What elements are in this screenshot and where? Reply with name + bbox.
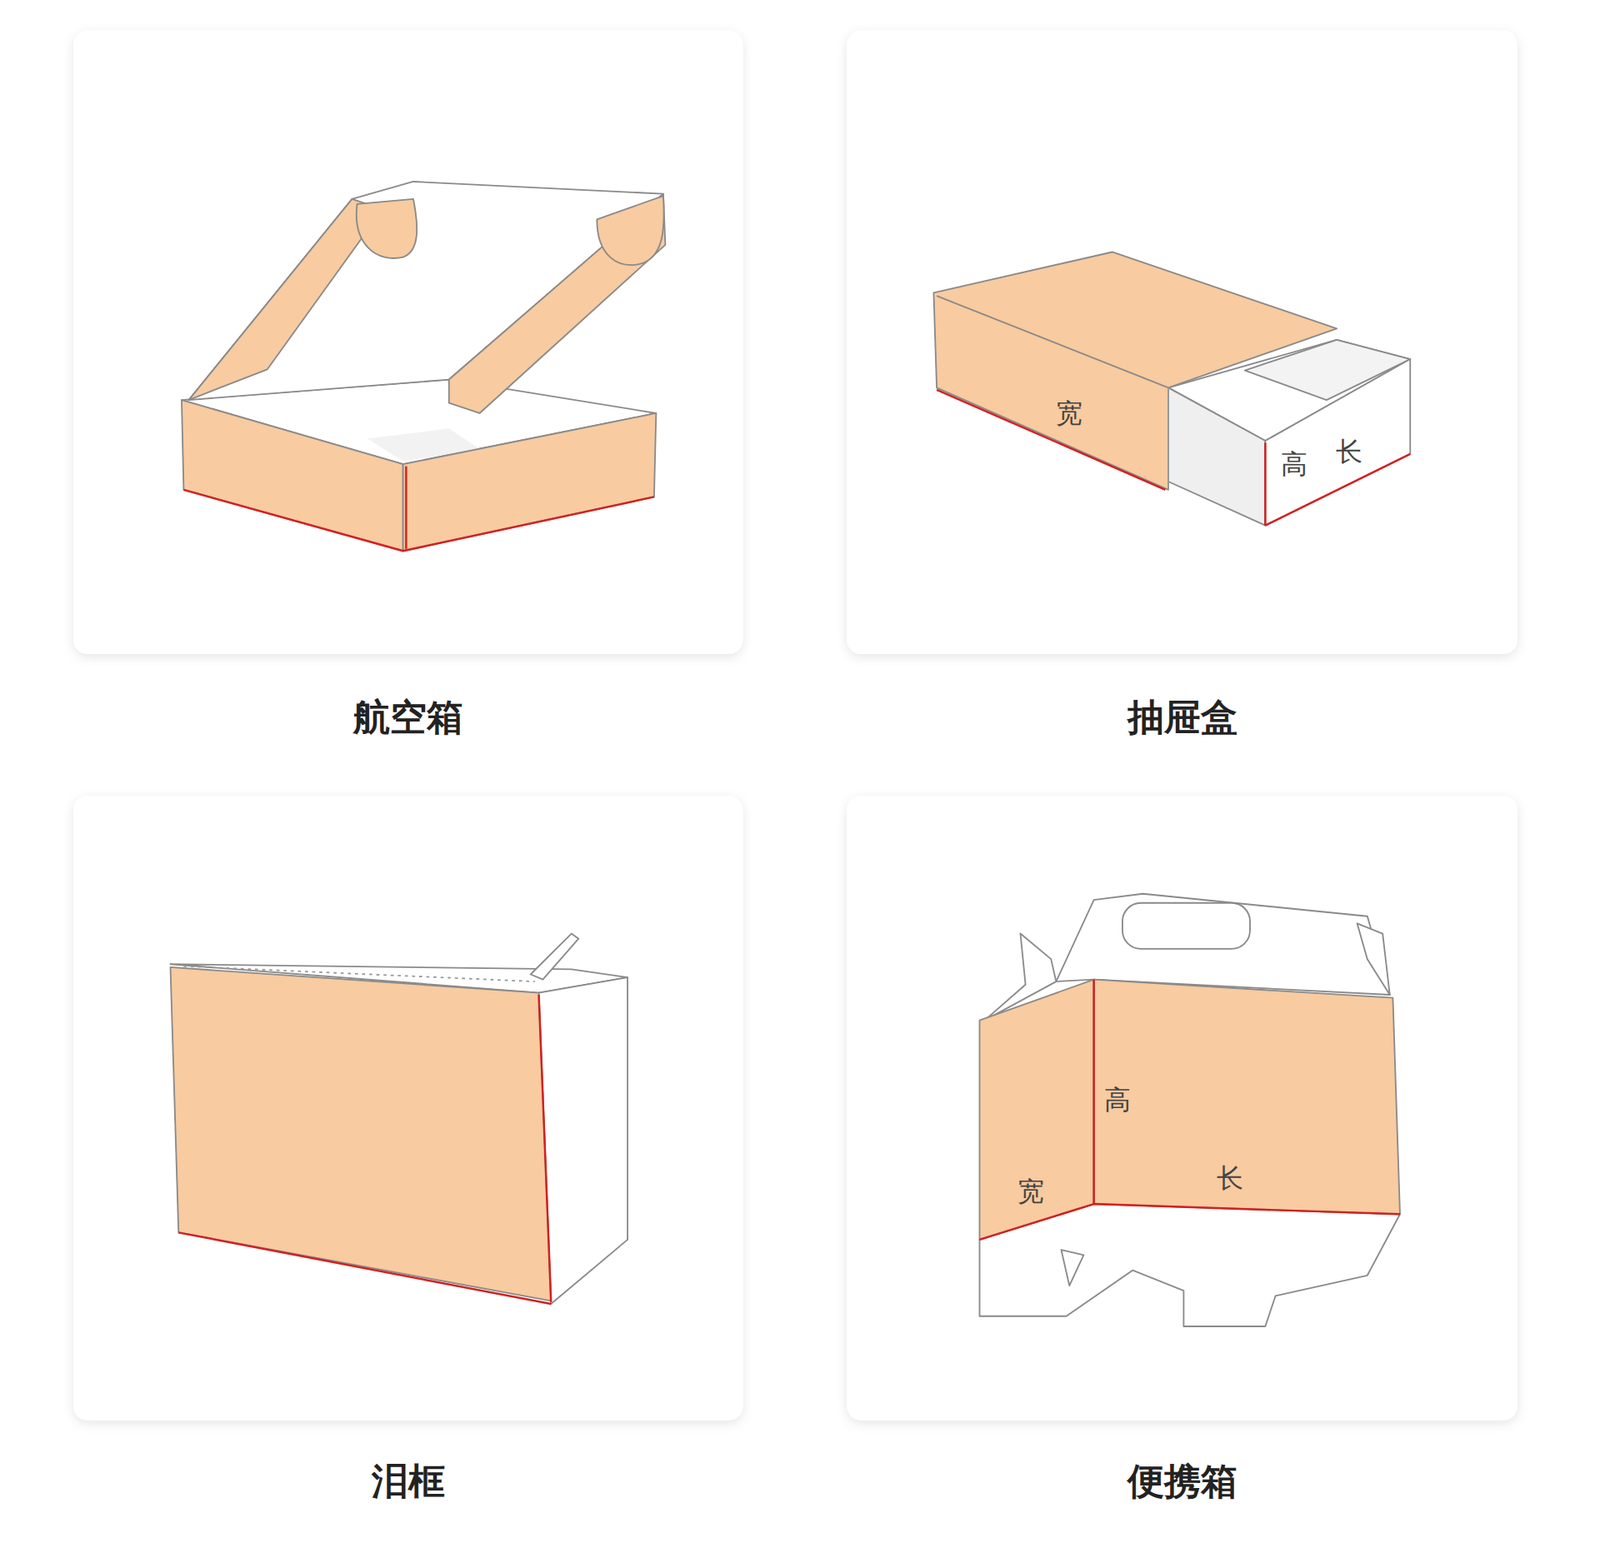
dimension-label: 宽 <box>1017 1178 1045 1205</box>
dimension-label: 宽 <box>1055 400 1083 427</box>
portable-box <box>980 894 1400 1327</box>
box-type-card: 泪框 <box>73 795 744 1521</box>
mailer-box <box>181 181 665 551</box>
box-type-card: 航空箱 <box>73 30 744 756</box>
dimension-label: 长 <box>1216 1165 1244 1192</box>
dimension-label: 长 <box>1335 438 1363 465</box>
drawer-box <box>933 251 1410 525</box>
caption: 航空箱 <box>73 693 744 743</box>
card-grounds <box>73 30 1518 1421</box>
box-type-card: 抽屉盒 <box>846 30 1518 756</box>
caption: 泪框 <box>73 1457 744 1507</box>
dimension-label: 高 <box>1280 450 1308 478</box>
dimension-label: 高 <box>1104 1086 1131 1114</box>
caption: 便携箱 <box>846 1457 1518 1507</box>
tear-strip-box <box>170 934 628 1305</box>
box-type-card: 便携箱 <box>846 795 1518 1521</box>
caption: 抽屉盒 <box>846 693 1518 743</box>
